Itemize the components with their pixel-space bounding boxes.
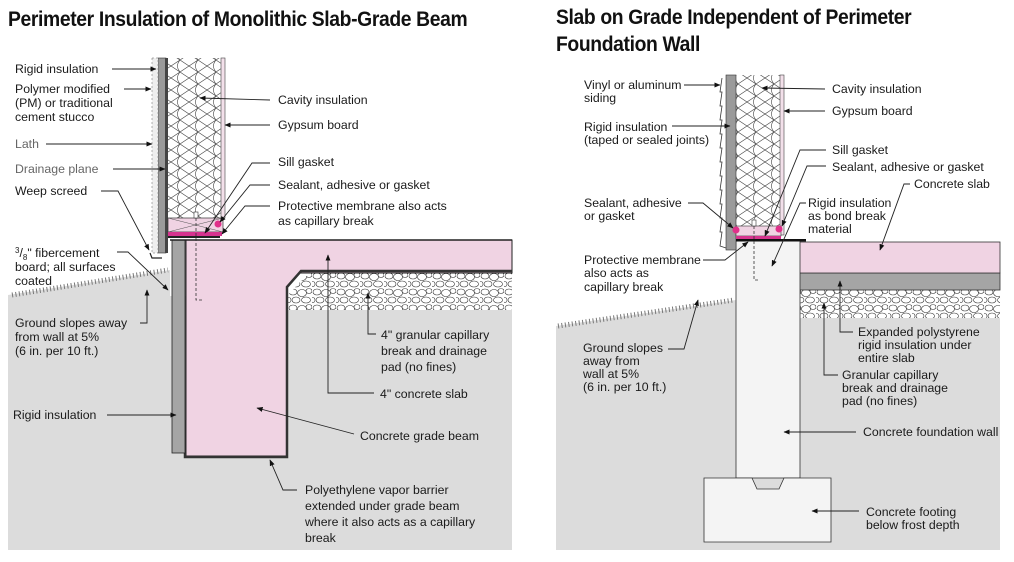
right-anchor-bolt: [751, 219, 757, 227]
label-rigid-insulation-top: Rigid insulation: [15, 62, 99, 76]
label-rigid-insulation-bottom: Rigid insulation: [13, 408, 97, 422]
label-rigid-insulation-1: Rigid insulation: [584, 120, 668, 134]
label-concrete-slab: Concrete slab: [914, 177, 990, 191]
label-eps-2: rigid insulation under: [858, 338, 971, 352]
label-sealant-right: Sealant, adhesive or gasket: [832, 160, 984, 174]
label-fibercement-3: coated: [15, 274, 52, 288]
label-sill-gasket: Sill gasket: [278, 155, 335, 169]
right-siding: [719, 77, 727, 249]
left-stucco: [151, 57, 159, 254]
right-wall-rigid-insulation: [725, 74, 737, 251]
label-eps-3: entire slab: [858, 351, 915, 365]
right-sill-plate: [735, 225, 782, 237]
right-eps-insulation: [778, 272, 1001, 291]
label-protective-membrane-2: as capillary break: [278, 214, 375, 228]
label-siding-1: Vinyl or aluminum: [584, 78, 682, 92]
label-vapor-barrier-2: extended under grade beam: [305, 499, 460, 513]
label-ground-slopes-4: (6 in. per 10 ft.): [583, 380, 666, 394]
left-wall-rigid-insulation: [157, 57, 167, 254]
label-protective-membrane-1: Protective membrane also acts: [278, 199, 447, 213]
left-cavity-insulation: [168, 58, 222, 218]
label-gypsum-board: Gypsum board: [832, 104, 913, 118]
label-rigid-insulation-2: (taped or sealed joints): [584, 133, 709, 147]
label-foundation-wall: Concrete foundation wall: [863, 425, 998, 439]
label-fibercement-text: " fibercement: [27, 246, 100, 260]
label-fibercement-1: 3/8" fibercement: [15, 246, 100, 262]
left-gravel-pad: [287, 273, 512, 310]
label-cavity-insulation: Cavity insulation: [832, 82, 922, 96]
label-grade-beam: Concrete grade beam: [360, 429, 479, 443]
label-cavity-insulation: Cavity insulation: [278, 93, 368, 107]
right-footing: [703, 477, 832, 543]
label-protective-membrane-2: also acts as: [584, 266, 649, 280]
right-title-line-2: Foundation Wall: [556, 33, 701, 56]
label-ground-slopes-1: Ground slopes away: [15, 316, 128, 330]
label-sealant-left-2: or gasket: [584, 209, 635, 223]
label-sealant-left-1: Sealant, adhesive: [584, 196, 682, 210]
label-bond-break-1: Rigid insulation: [808, 196, 892, 210]
label-weep-screed: Weep screed: [15, 184, 87, 198]
left-diagram-title: Perimeter Insulation of Monolithic Slab-…: [8, 8, 468, 31]
label-eps-1: Expanded polystyrene: [858, 325, 980, 339]
label-siding-2: siding: [584, 91, 616, 105]
left-protective-membrane: [168, 232, 222, 236]
label-granular-break-3: pad (no fines): [842, 394, 917, 408]
label-vapor-barrier-4: break: [305, 531, 337, 545]
right-foundation-wall: [735, 239, 801, 479]
label-bond-break-2: as bond break: [808, 209, 887, 223]
left-weep-screed: [149, 252, 162, 259]
label-lath: Lath: [15, 137, 39, 151]
label-protective-membrane-3: capillary break: [584, 280, 664, 294]
left-anchor-bolt: [193, 211, 199, 219]
label-stucco-1: Polymer modified: [15, 82, 110, 96]
right-sealant-dot-left: [732, 226, 740, 234]
left-perimeter-rigid-insulation: [171, 239, 186, 454]
label-granular-break-2: break and drainage: [381, 344, 487, 358]
label-ground-slopes-2: from wall at 5%: [15, 330, 99, 344]
label-granular-break-1: 4" granular capillary: [381, 328, 490, 342]
right-gravel-pad: [800, 290, 1000, 318]
fraction-numerator: 3: [15, 246, 20, 255]
label-protective-membrane-1: Protective membrane: [584, 253, 701, 267]
fraction-denominator: 8: [23, 253, 28, 262]
label-granular-break-3: pad (no fines): [381, 360, 456, 374]
right-title-line-1: Slab on Grade Independent of Perimeter: [556, 6, 912, 29]
label-gypsum-board: Gypsum board: [278, 118, 359, 132]
label-ground-slopes-1: Ground slopes: [583, 341, 663, 355]
right-diagram: Vinyl or aluminum siding Rigid insulatio…: [556, 74, 1001, 550]
label-drainage-plane: Drainage plane: [15, 162, 99, 176]
label-vapor-barrier-3: where it also acts as a capillary: [304, 515, 476, 529]
label-stucco-2: (PM) or traditional: [15, 96, 113, 110]
label-fibercement-2: board; all surfaces: [15, 260, 115, 274]
label-ground-slopes-3: wall at 5%: [582, 367, 639, 381]
left-diagram: Rigid insulation Polymer modified (PM) o…: [8, 57, 513, 550]
label-granular-break-1: Granular capillary: [842, 368, 939, 382]
label-stucco-3: cement stucco: [15, 110, 94, 124]
label-concrete-slab: 4" concrete slab: [380, 387, 468, 401]
label-bond-break-3: material: [808, 222, 852, 236]
left-gypsum-board: [220, 57, 226, 219]
label-sealant: Sealant, adhesive or gasket: [278, 178, 430, 192]
label-sill-gasket: Sill gasket: [832, 143, 889, 157]
label-vapor-barrier-1: Polyethylene vapor barrier: [305, 483, 449, 497]
label-footing-2: below frost depth: [866, 518, 960, 532]
right-soil: [556, 300, 736, 550]
right-concrete-slab: [778, 241, 1001, 274]
right-cavity-insulation: [736, 75, 781, 235]
right-protective-membrane: [736, 236, 781, 239]
right-sealant-dot-right: [775, 225, 783, 233]
label-footing-1: Concrete footing: [866, 505, 956, 519]
label-granular-break-2: break and drainage: [842, 381, 948, 395]
label-ground-slopes-3: (6 in. per 10 ft.): [15, 344, 98, 358]
right-gypsum-board: [779, 74, 785, 236]
label-ground-slopes-2: away from: [583, 354, 640, 368]
